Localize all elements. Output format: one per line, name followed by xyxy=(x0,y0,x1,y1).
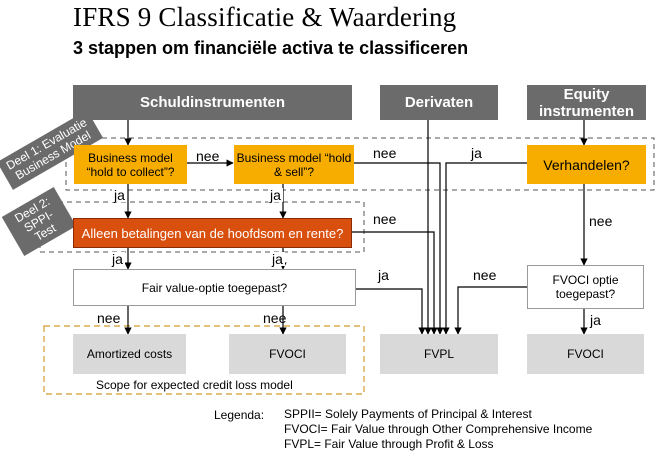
legend-line-fvpl: FVPL= Fair Value through Profit & Loss xyxy=(284,437,494,451)
legend-line-sppi: SPPII= Solely Payments of Principal & In… xyxy=(284,407,532,421)
box-hold-to-collect: Business model “hold to collect”? xyxy=(74,145,187,184)
label-nee-fv-option-left: nee xyxy=(97,310,121,326)
label-nee-sppi: nee xyxy=(373,211,397,227)
label-ja-sppi-right: ja xyxy=(270,251,285,267)
scope-label: Scope for expected credit loss model xyxy=(96,378,293,392)
frame-deel1 xyxy=(65,137,655,191)
result-amortized-costs: Amortized costs xyxy=(73,334,186,374)
label-ja-verhandelen: ja xyxy=(471,145,482,161)
label-ja-sppi-left: ja xyxy=(110,251,125,267)
result-fvoci-equity: FVOCI xyxy=(527,334,644,374)
box-fair-value-option: Fair value-optie toegepast? xyxy=(73,269,356,306)
result-fvoci-debt: FVOCI xyxy=(229,334,346,374)
legend-title: Legenda: xyxy=(214,408,265,422)
label-ja-fvoci-option: ja xyxy=(590,312,601,328)
label-nee-hold-sell: nee xyxy=(373,145,397,161)
legend: SPPII= Solely Payments of Principal & In… xyxy=(284,407,592,452)
result-fvpl: FVPL xyxy=(380,334,498,374)
legend-line-fvoci: FVOCI= Fair Value through Other Comprehe… xyxy=(284,422,593,436)
header-derivatives: Derivaten xyxy=(380,85,498,120)
frame-scope xyxy=(43,325,365,395)
box-sppi-test: Alleen betalingen van de hoofdsom en ren… xyxy=(73,218,352,248)
label-nee-hold-collect: nee xyxy=(196,148,220,164)
label-ja-hold-collect: ja xyxy=(112,187,127,203)
label-ja-hold-sell: ja xyxy=(268,187,283,203)
label-nee-fv-option-right: nee xyxy=(263,310,287,326)
label-ja-fv-option: ja xyxy=(378,267,389,283)
label-nee-fvoci-option: nee xyxy=(473,267,497,283)
page-subtitle: 3 stappen om financiële activa te classi… xyxy=(73,38,469,58)
page-title: IFRS 9 Classificatie & Waardering xyxy=(73,2,457,32)
header-debt-instruments: Schuldinstrumenten xyxy=(73,85,352,120)
box-hold-and-sell: Business model “hold & sell”? xyxy=(234,145,354,184)
box-fvoci-option: FVOCI optie toegepast? xyxy=(527,265,644,309)
box-verhandelen: Verhandelen? xyxy=(527,145,646,184)
header-equity-instruments: Equity instrumenten xyxy=(527,85,646,120)
box-fvoci-option-label: FVOCI optie toegepast? xyxy=(552,273,619,301)
label-nee-verhandelen: nee xyxy=(589,213,613,229)
